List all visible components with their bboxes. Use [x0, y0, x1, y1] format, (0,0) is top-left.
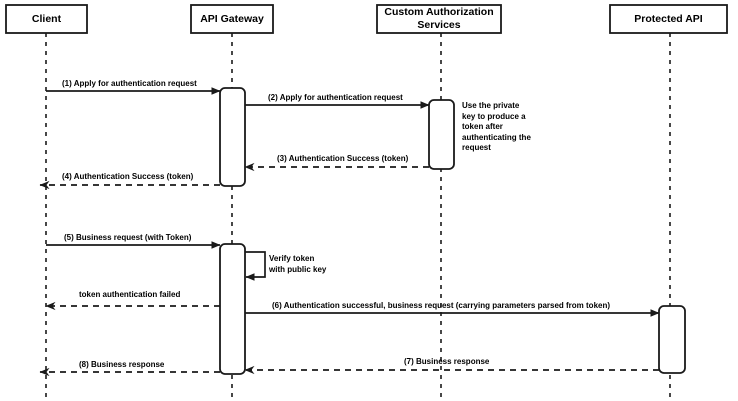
message-label-1: (1) Apply for authentication request [62, 79, 197, 88]
participant-box-client[interactable] [5, 4, 88, 34]
message-label-4: (4) Authentication Success (token) [62, 172, 194, 181]
self-message-label-verify-token-self-call: Verify token with public key [269, 253, 326, 275]
participant-box-custom-authorization-services[interactable] [376, 4, 502, 34]
activation-bar-gateway-business-activation [219, 243, 246, 375]
participant-box-protected-api[interactable] [609, 4, 728, 34]
message-label-fail: token authentication failed [79, 290, 181, 299]
message-label-3: (3) Authentication Success (token) [277, 154, 409, 163]
note-private-key-note: Use the private key to produce a token a… [462, 101, 531, 152]
message-label-8: (8) Business response [79, 360, 165, 369]
self-message-label-line1: Verify token [269, 254, 315, 263]
activation-bar-auth-service-activation [428, 99, 455, 170]
message-label-7: (7) Business response [404, 357, 490, 366]
activation-bar-gateway-auth-activation [219, 87, 246, 187]
self-message-path-verify-token-self-call [245, 251, 266, 281]
message-label-2: (2) Apply for authentication request [268, 93, 403, 102]
message-label-6: (6) Authentication successful, business … [272, 301, 611, 310]
activation-bars-group [219, 87, 686, 375]
participant-box-api-gateway[interactable] [190, 4, 274, 34]
lifelines-group [45, 33, 671, 398]
activation-bar-protected-api-activation [658, 305, 686, 374]
message-label-5: (5) Business request (with Token) [64, 233, 192, 242]
participant-boxes-group [5, 4, 728, 34]
message-lines-group [39, 87, 660, 377]
self-message-label-line2: with public key [269, 265, 327, 274]
self-message-lines-group [245, 251, 266, 281]
